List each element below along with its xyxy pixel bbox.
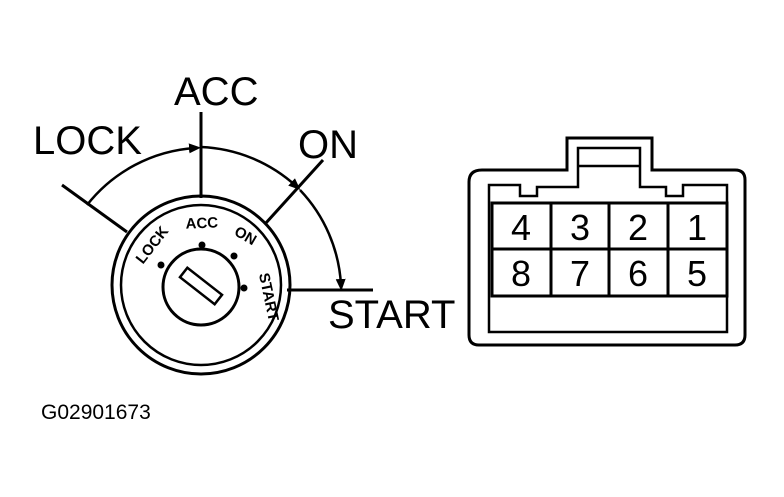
start-detent-dot	[240, 284, 248, 292]
acc-detent-dot	[198, 241, 206, 249]
pin-grid	[490, 201, 729, 298]
lock-to-acc-arc	[86, 143, 201, 206]
on-pointer-line	[263, 158, 325, 226]
pin-1: 1	[687, 207, 707, 248]
pin-3: 3	[570, 207, 590, 248]
key-slot	[178, 265, 224, 307]
lock-label: LOCK	[33, 119, 142, 163]
pin-8: 8	[511, 253, 531, 294]
lock-pointer-line	[61, 183, 128, 234]
pin-7: 7	[570, 253, 590, 294]
lock-detent-dot	[157, 261, 165, 269]
ring-label-acc: ACC	[185, 214, 218, 232]
ring-label-lock: LOCK	[133, 223, 173, 267]
key-cylinder	[161, 247, 241, 327]
pin-2: 2	[628, 207, 648, 248]
ignition-switch: LOCK ACC ON START LOCK ACC ON START	[33, 70, 455, 376]
on-detent-dot	[230, 252, 238, 260]
switch-inner-ring	[119, 203, 283, 367]
figure-code: G02901673	[41, 401, 151, 424]
pin-5: 5	[687, 253, 707, 294]
on-to-start-arc	[299, 189, 346, 291]
on-label: ON	[298, 123, 358, 167]
pin-4: 4	[511, 207, 531, 248]
switch-outer-ring	[110, 194, 292, 376]
acc-to-on-arc	[200, 145, 301, 191]
connector-outer-housing	[467, 136, 747, 347]
switch-connector: 4 3 2 1 8 7 6 5	[467, 136, 747, 347]
pin-6: 6	[628, 253, 648, 294]
start-label: START	[328, 293, 455, 337]
ring-label-start: START	[255, 271, 282, 322]
acc-label: ACC	[174, 70, 258, 114]
